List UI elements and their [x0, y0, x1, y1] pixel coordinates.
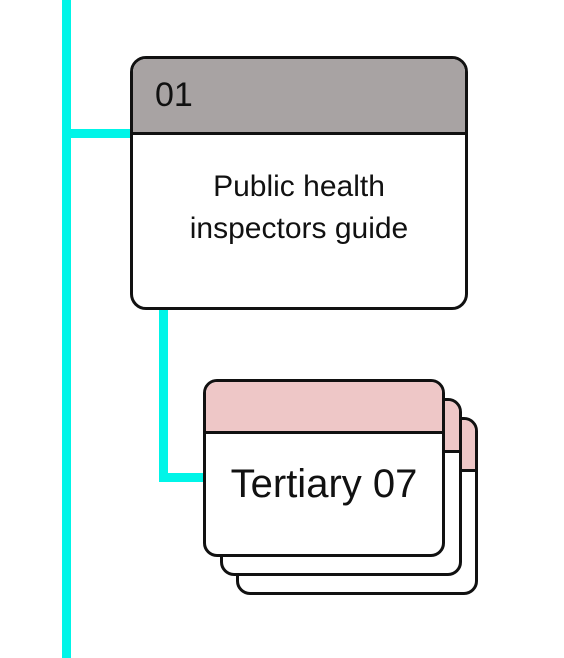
- child-node-header: [206, 382, 442, 434]
- main-node-header: 01: [133, 59, 465, 135]
- child-node-title: Tertiary 07: [230, 461, 418, 506]
- main-node-title-line-2: inspectors guide: [189, 212, 409, 245]
- trunk-connector: [62, 0, 71, 658]
- main-node-number: 01: [155, 76, 193, 114]
- child-node-body: Tertiary 07: [206, 434, 442, 554]
- branch-connector-main: [62, 129, 132, 138]
- branch-connector-child-horizontal: [159, 473, 205, 482]
- child-node[interactable]: Tertiary 07: [203, 379, 445, 557]
- branch-connector-child-vertical: [159, 310, 168, 482]
- main-node-body: Public health inspectors guide: [133, 135, 465, 307]
- main-node-title-line-1: Public health: [213, 170, 385, 203]
- main-node[interactable]: 01 Public health inspectors guide: [130, 56, 468, 310]
